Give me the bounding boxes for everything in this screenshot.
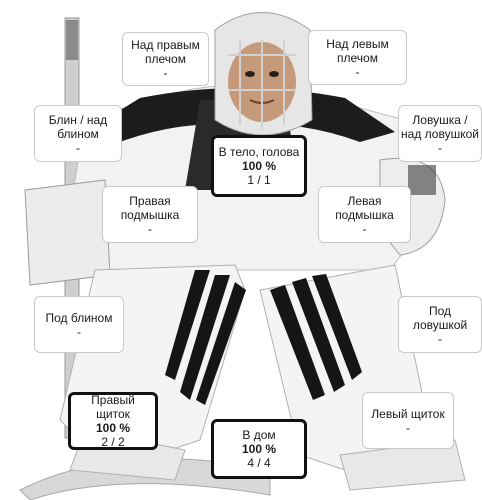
glove-mesh	[408, 165, 436, 195]
stick-tape	[66, 20, 78, 60]
zone-right-pad[interactable]: Правый щиток 100 % 2 / 2	[68, 392, 158, 450]
zone-five-hole[interactable]: В дом 100 % 4 / 4	[211, 419, 307, 479]
zone-percent: 100 %	[95, 421, 131, 435]
zone-over-left-shoulder[interactable]: Над левым плечом -	[308, 30, 407, 85]
zone-label: Левый щиток	[371, 406, 445, 421]
zone-label: Правая подмышка	[120, 193, 180, 222]
zone-label: Под блином	[45, 310, 113, 325]
zone-value: -	[77, 324, 81, 339]
zone-label: В дом	[242, 428, 276, 442]
zone-over-right-shoulder[interactable]: Над правым плечом -	[122, 32, 209, 86]
zone-value: -	[438, 140, 442, 155]
zone-label: Левая подмышка	[335, 193, 394, 222]
zone-percent: 100 %	[241, 159, 277, 173]
zone-label: Блин / над блином	[48, 112, 108, 141]
zone-label: Над правым плечом	[131, 38, 200, 66]
zone-value: -	[76, 140, 80, 155]
zone-label: Ловушка / над ловушкой	[401, 112, 479, 141]
zone-value: -	[438, 331, 442, 346]
zone-value: -	[362, 221, 367, 236]
zone-glove-over[interactable]: Ловушка / над ловушкой -	[398, 105, 482, 162]
zone-right-armpit[interactable]: Правая подмышка -	[102, 186, 198, 243]
zone-left-armpit[interactable]: Левая подмышка -	[318, 186, 411, 243]
zone-count: 2 / 2	[101, 435, 125, 449]
helmet-cage	[228, 40, 296, 130]
zone-blocker-over[interactable]: Блин / над блином -	[34, 105, 122, 162]
zone-count: 1 / 1	[247, 173, 271, 187]
zone-value: -	[406, 420, 410, 435]
zone-label: Правый щиток	[91, 393, 135, 421]
zone-value: -	[148, 221, 152, 236]
zone-count: 4 / 4	[247, 456, 271, 470]
zone-label: Над левым плечом	[326, 36, 389, 65]
zone-label: В тело, голова	[218, 145, 300, 159]
pad-stripes	[165, 270, 362, 405]
zone-label: Под ловушкой	[412, 303, 468, 332]
zone-body-head[interactable]: В тело, голова 100 % 1 / 1	[211, 135, 307, 197]
zone-under-glove[interactable]: Под ловушкой -	[398, 296, 482, 353]
zone-percent: 100 %	[241, 442, 277, 456]
zone-left-pad[interactable]: Левый щиток -	[362, 392, 454, 449]
zone-under-blocker[interactable]: Под блином -	[34, 296, 124, 353]
blocker	[24, 179, 111, 286]
zone-value: -	[355, 64, 360, 79]
zone-value: -	[163, 66, 168, 80]
